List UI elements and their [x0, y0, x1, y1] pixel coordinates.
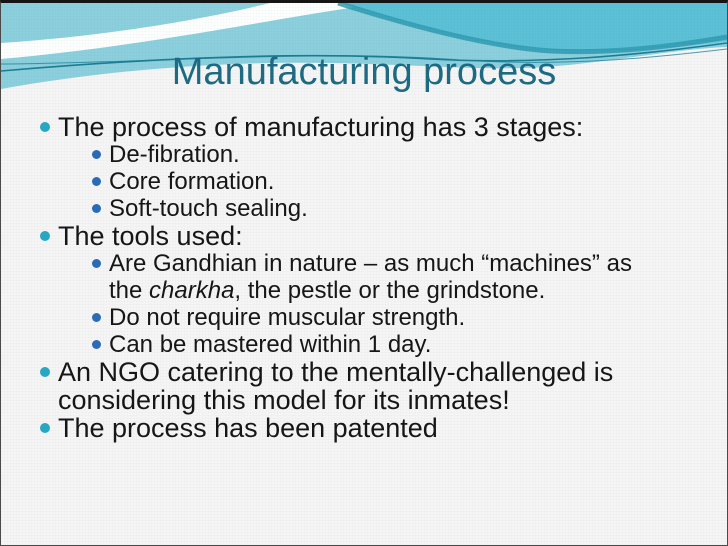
- bullet-icon: [92, 313, 101, 322]
- bullet-text: Can be mastered within 1 day.: [109, 331, 432, 358]
- slide-title: Manufacturing process: [171, 51, 557, 93]
- bullet-text: The tools used:: [58, 221, 243, 251]
- wave-accent-line2-icon: [1, 48, 727, 65]
- wave-accent-line-icon: [1, 42, 727, 72]
- wave-white-swoosh-shape: [1, 3, 384, 59]
- bullet-item-level2: Soft-touch sealing.: [1, 195, 651, 222]
- bullet-icon: [40, 122, 50, 132]
- bullet-text: The process has been patented: [58, 413, 438, 443]
- bullet-icon: [92, 259, 101, 268]
- bullet-icon: [92, 204, 101, 213]
- bullet-text: Core formation.: [109, 168, 275, 195]
- bullet-icon: [92, 177, 101, 186]
- bullet-text: Are Gandhian in nature – as much “machin…: [109, 250, 632, 304]
- bullet-icon: [92, 340, 101, 349]
- bullet-text: Soft-touch sealing.: [109, 195, 308, 222]
- bullet-text: The process of manufacturing has 3 stage…: [58, 112, 584, 142]
- wave-dark-edge-shape: [337, 3, 727, 55]
- bullet-item-level2: Are Gandhian in nature – as much “machin…: [1, 250, 651, 304]
- bullet-item-level1: The process has been patented: [1, 414, 651, 442]
- bullet-icon: [40, 367, 50, 377]
- bullet-list: The process of manufacturing has 3 stage…: [1, 113, 651, 442]
- bullet-text: Do not require muscular strength.: [109, 304, 466, 331]
- bullet-text: An NGO catering to the mentally-challeng…: [58, 357, 614, 415]
- wave-teal-wedge-shape: [340, 3, 727, 52]
- bullet-item-level1: The process of manufacturing has 3 stage…: [1, 113, 651, 141]
- wave-body-shape: [1, 47, 727, 153]
- bullet-icon: [40, 231, 50, 241]
- header-wave-graphic: [1, 3, 727, 153]
- bullet-item-level1: The tools used:: [1, 222, 651, 250]
- bullet-item-level2: De-fibration.: [1, 141, 651, 168]
- bullet-item-level2: Core formation.: [1, 168, 651, 195]
- bullet-text: De-fibration.: [109, 141, 240, 168]
- bullet-icon: [40, 423, 50, 433]
- bullet-item-level2: Can be mastered within 1 day.: [1, 331, 651, 358]
- bullet-item-level2: Do not require muscular strength.: [1, 304, 651, 331]
- bullet-icon: [92, 150, 101, 159]
- bullet-item-level1: An NGO catering to the mentally-challeng…: [1, 358, 651, 414]
